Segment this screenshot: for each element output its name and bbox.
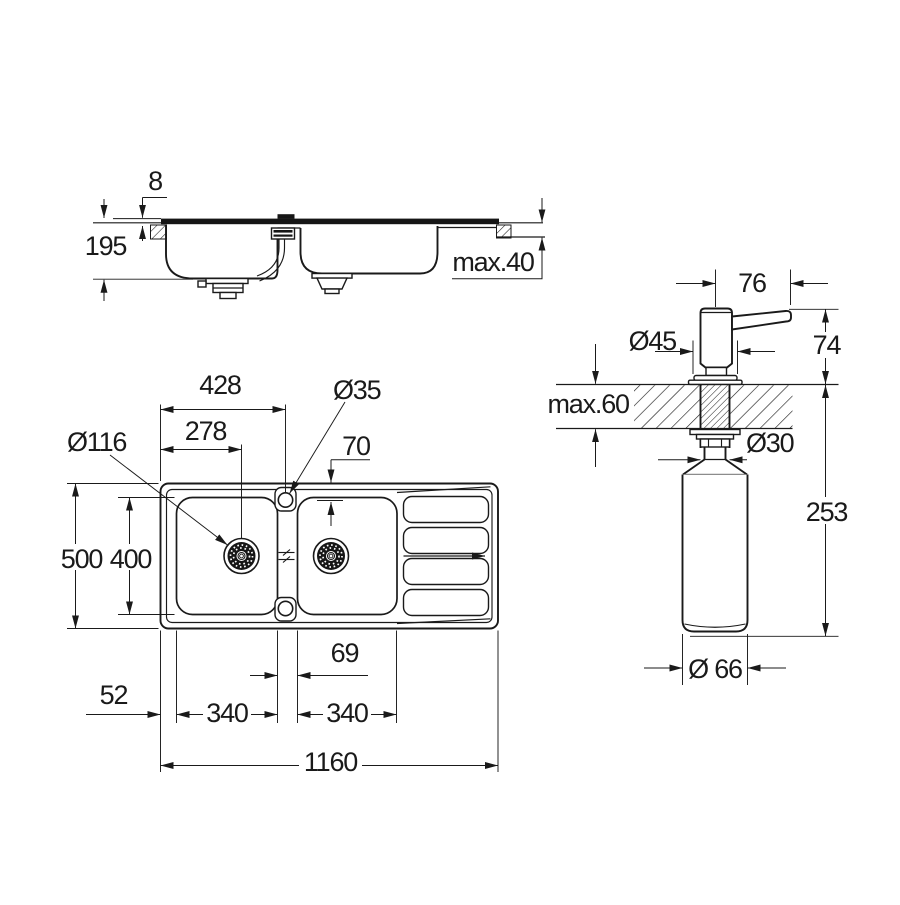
- label-mask: [106, 544, 155, 570]
- label-mask: [806, 497, 845, 524]
- soap-dispenser-bottle: [681, 474, 749, 633]
- dispenser-neck: [705, 366, 728, 377]
- dim-label-shank-diameter: Ø30: [746, 428, 794, 458]
- tap-hole-bottom: [277, 600, 294, 617]
- left-bowl-drain: [223, 537, 260, 575]
- centerline-mark-slash: [282, 556, 291, 563]
- drainboard-slope-edge-top: [396, 486, 491, 494]
- counter-hatch: [634, 385, 701, 428]
- dim-label-right-bowl-length: 340: [326, 698, 368, 728]
- dim-label-center-gap: 69: [331, 638, 359, 668]
- right-drain-basket: [315, 277, 349, 290]
- overflow-housing-detail: [273, 230, 293, 233]
- dispenser-base-plate: [687, 379, 743, 386]
- tap-deck-boss-section: [277, 214, 295, 219]
- centerline-mark-slash: [282, 549, 291, 556]
- overflow-housing-detail: [273, 234, 293, 237]
- dispenser-view: 76 Ø45 Ø30: [548, 268, 849, 685]
- dim-label-bowl-depth: 195: [85, 231, 127, 261]
- drainboard-rib: [402, 495, 490, 524]
- overflow-hose: [256, 247, 280, 277]
- dim-label-rim-height: 8: [148, 166, 162, 196]
- drainboard-rib: [402, 557, 490, 586]
- dim-label-depth-below-counter: 253: [806, 497, 848, 527]
- drainboard-rib: [402, 526, 490, 555]
- top-view: 428 278 Ø35 Ø116 70 500 400 69 52 340: [57, 370, 499, 777]
- overflow-housing: [270, 227, 296, 240]
- dim-label-bowl-width-inner: 400: [110, 544, 152, 574]
- dispenser-spout: [731, 310, 792, 331]
- bottle-shoulder: [682, 458, 748, 476]
- dim-label-max-counter: max.60: [548, 389, 630, 419]
- dim-label-bottle-diameter: Ø 66: [688, 654, 742, 684]
- tap-hole-top: [277, 491, 294, 508]
- label-mask: [323, 701, 371, 726]
- left-bowl-section: [165, 224, 279, 280]
- dispenser-pump-body: [699, 307, 733, 369]
- dim-label-drain-offset: 278: [185, 416, 227, 446]
- dim-label-edge-offset: 52: [100, 680, 128, 710]
- label-mask: [299, 750, 362, 774]
- dispenser-shank-thread: [701, 385, 730, 429]
- drainboard-slope-edge-bottom: [396, 618, 491, 625]
- dispenser-washer: [689, 428, 741, 436]
- drain-leader: [109, 454, 228, 546]
- dim-label-max-counter: max.40: [452, 247, 534, 277]
- label-mask: [203, 701, 251, 726]
- counter-hatch: [729, 385, 793, 428]
- dispenser-locknut: [699, 438, 731, 448]
- left-drain-trap-stub: [197, 280, 207, 288]
- sink-inner-outline: [165, 488, 493, 624]
- side-view: 8 195 max.40: [85, 166, 546, 301]
- tap-hole-leader: [289, 401, 346, 494]
- dim-label-left-bowl-length: 340: [206, 698, 248, 728]
- drainboard-rib: [402, 588, 490, 617]
- left-drain-trap-flange: [205, 277, 249, 285]
- right-bowl-drain: [312, 537, 350, 575]
- right-drain-foot: [324, 288, 340, 295]
- right-bowl-section: [299, 226, 439, 275]
- sink-rim-band: [161, 218, 499, 225]
- bottle-base-line: [684, 623, 746, 628]
- label-mask: [809, 332, 843, 358]
- dim-label-height-above-counter: 74: [813, 330, 842, 360]
- dim-label-tap-edge-distance: 70: [342, 431, 370, 461]
- label-mask: [57, 544, 106, 570]
- dim-label-overall-width: 500: [61, 544, 103, 574]
- counter-hatch-block-left: [150, 224, 167, 240]
- dim-label-tap-hole-diameter: Ø35: [333, 375, 381, 405]
- dim-label-overall-length: 1160: [304, 747, 357, 777]
- left-drain-trap-foot: [219, 291, 237, 300]
- counter-hatch-block-right: [496, 224, 512, 239]
- overflow-hose: [259, 247, 286, 282]
- dim-label-spout-reach: 76: [738, 268, 766, 298]
- dim-label-tap-offset: 428: [199, 370, 241, 400]
- dim-label-drain-diameter: Ø116: [67, 427, 126, 457]
